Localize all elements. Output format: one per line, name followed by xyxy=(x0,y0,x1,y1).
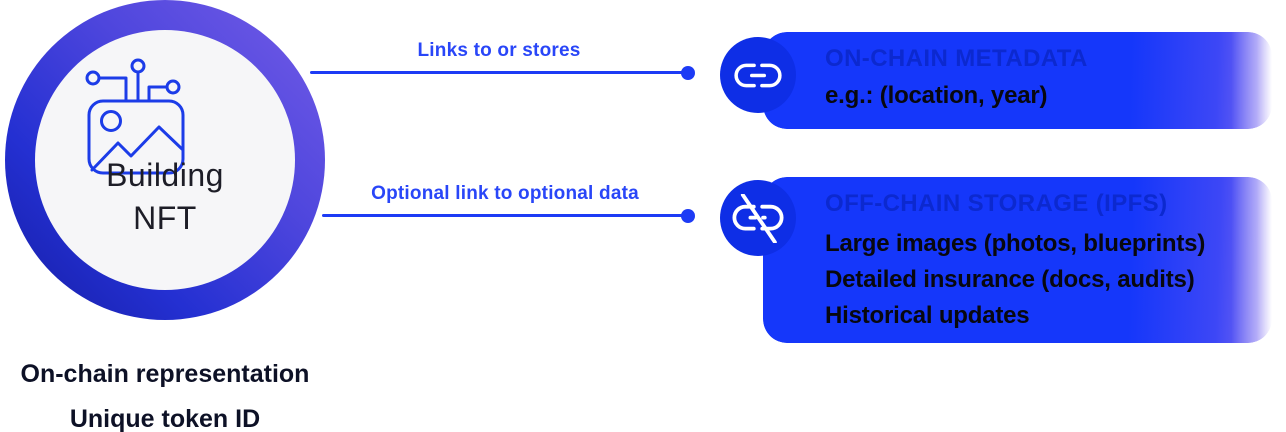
nft-caption-line1: On-chain representation xyxy=(20,360,310,388)
nft-token-circle-inner xyxy=(35,30,295,290)
connector-endpoint-dot-1 xyxy=(681,66,695,80)
off-chain-storage-item-1: Large images (photos, blueprints) xyxy=(825,230,1206,257)
nft-caption-line2: Unique token ID xyxy=(69,405,261,432)
nft-token-circle: Building NFT xyxy=(5,0,325,320)
off-chain-storage-box: OFF-CHAIN STORAGE (IPFS) Large images (p… xyxy=(763,177,1272,343)
nft-image-icon xyxy=(85,58,185,175)
connector-label-optional-link: Optional link to optional data xyxy=(371,183,639,204)
on-chain-metadata-box: ON-CHAIN METADATA e.g.: (location, year) xyxy=(763,32,1272,129)
on-chain-metadata-title: ON-CHAIN METADATA xyxy=(825,45,1088,72)
broken-link-badge xyxy=(720,180,796,256)
off-chain-storage-item-2: Detailed insurance (docs, audits) xyxy=(825,266,1195,293)
broken-link-icon xyxy=(732,193,784,243)
link-icon xyxy=(734,63,782,87)
off-chain-storage-title: OFF-CHAIN STORAGE (IPFS) xyxy=(825,190,1168,217)
connector-endpoint-dot-2 xyxy=(681,209,695,223)
connector-line-2 xyxy=(322,214,688,217)
link-badge xyxy=(720,37,796,113)
connector-label-links-to-or-stores: Links to or stores xyxy=(417,40,581,61)
nft-token-label-line2: NFT xyxy=(133,200,197,236)
connector-line-1 xyxy=(310,71,688,74)
off-chain-storage-item-3: Historical updates xyxy=(825,302,1030,329)
on-chain-metadata-example: e.g.: (location, year) xyxy=(825,82,1048,109)
nft-token-label-line1: Building xyxy=(106,157,224,193)
nft-token-label: Building NFT xyxy=(35,154,295,240)
nft-caption: On-chain representation Unique token ID xyxy=(0,352,330,432)
